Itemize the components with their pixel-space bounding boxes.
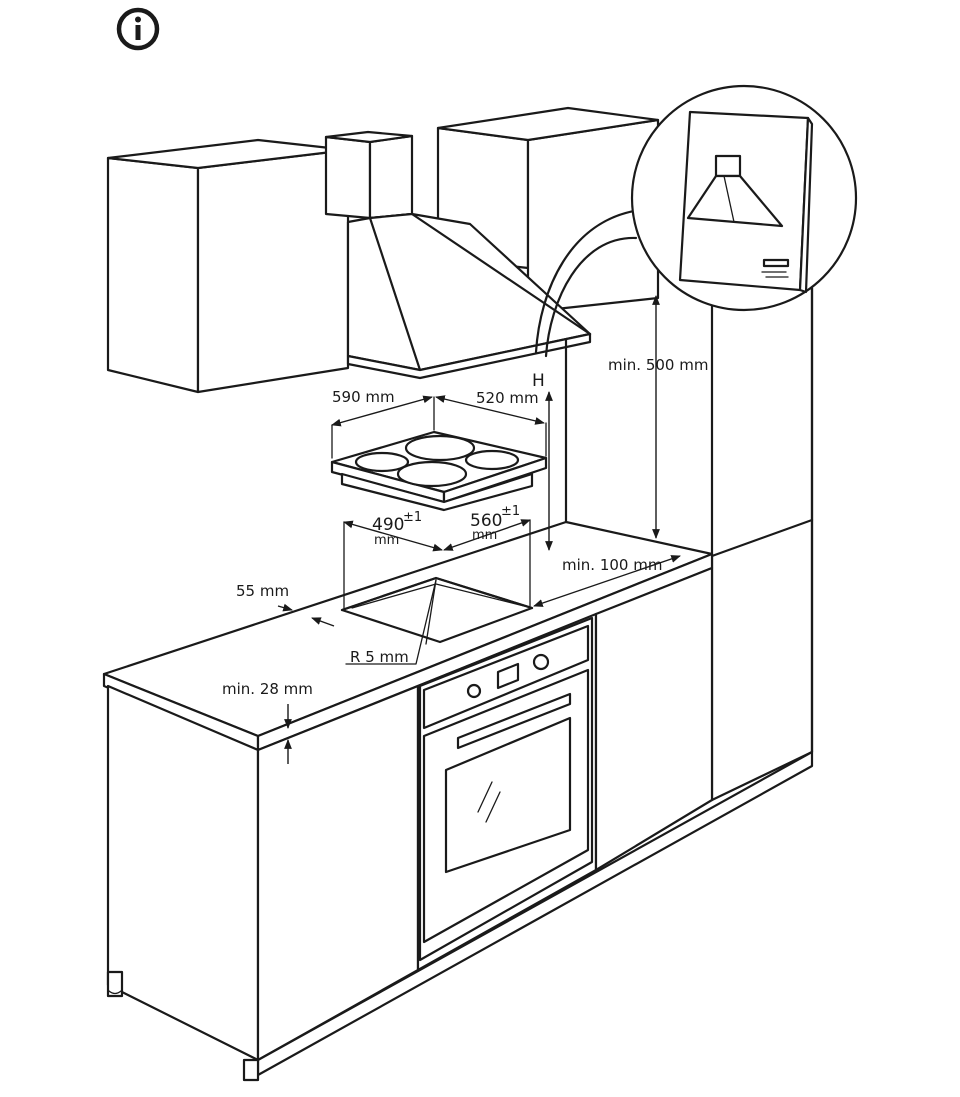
cutout-depth-tolerance: ±1 bbox=[501, 504, 520, 519]
cutout-depth-unit: mm bbox=[472, 528, 497, 543]
worktop-thickness-label: min. 28 mm bbox=[222, 680, 313, 698]
built-in-oven bbox=[418, 616, 594, 962]
hood-manual-callout bbox=[534, 84, 858, 358]
cutout-width-tolerance: ±1 bbox=[403, 510, 422, 525]
hob-depth-label: 520 mm bbox=[476, 389, 539, 407]
hood-height-label: H bbox=[532, 371, 545, 391]
hood-clearance-label: min. 500 mm bbox=[608, 356, 708, 374]
tall-cabinet bbox=[710, 286, 814, 802]
left-wall-cabinet bbox=[106, 138, 350, 394]
rear-distance-label: min. 100 mm bbox=[562, 556, 662, 574]
corner-radius-label: R 5 mm bbox=[350, 648, 409, 666]
cutout-width-unit: mm bbox=[374, 533, 399, 548]
hood-manual-icon bbox=[678, 110, 814, 294]
front-distance-label: 55 mm bbox=[236, 582, 289, 600]
cutout-depth-value: 560 bbox=[470, 511, 502, 531]
chimney-hood bbox=[324, 130, 592, 380]
induction-hob bbox=[330, 430, 548, 512]
dimension-lines bbox=[277, 295, 681, 764]
info-icon bbox=[116, 7, 160, 51]
hob-width-label: 590 mm bbox=[332, 388, 395, 406]
cutout-width-value: 490 bbox=[372, 515, 404, 535]
